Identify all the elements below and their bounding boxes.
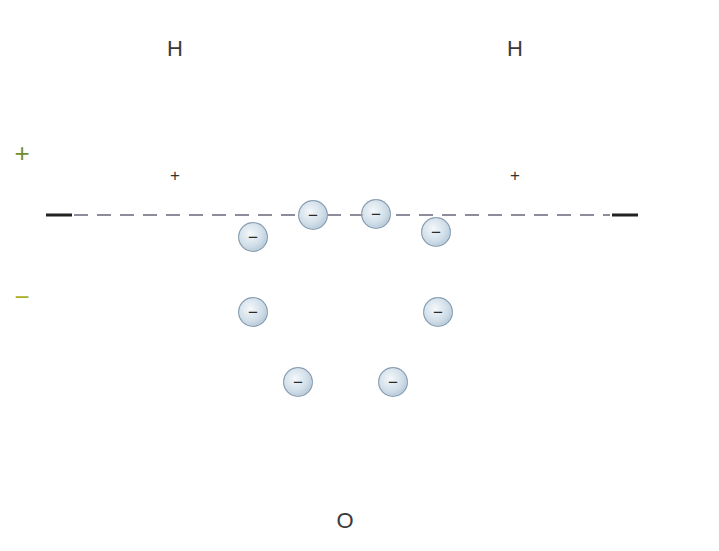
hydrogen-atom: H+ (87, 87, 263, 263)
nucleus-charge: + (170, 167, 180, 184)
electron: − (240, 299, 267, 326)
electron: − (285, 369, 312, 396)
polarity-sign: − (14, 284, 29, 310)
electron: − (363, 201, 390, 228)
atom-label: O (336, 510, 353, 532)
atom-shell (170, 135, 520, 485)
electron: − (425, 299, 452, 326)
electron: − (423, 219, 450, 246)
electron: − (380, 369, 407, 396)
oxygen-atom: O−−−−−−−− (170, 135, 520, 485)
electron: − (240, 224, 267, 251)
polarity-sign: + (14, 140, 29, 166)
electron: − (300, 202, 327, 229)
atom-label: H (167, 38, 183, 60)
atom-label: H (507, 38, 523, 60)
hydrogen-atom: H+ (425, 85, 605, 265)
nucleus-charge: + (510, 167, 520, 184)
